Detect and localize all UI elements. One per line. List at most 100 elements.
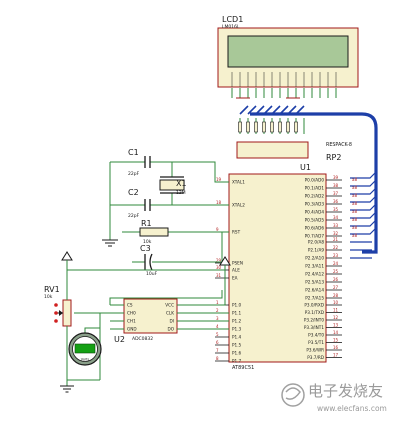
mcu-right-pin-name: P3.3/INT1 bbox=[304, 325, 325, 330]
mcu-left-pin-name: ALE bbox=[232, 268, 240, 273]
mcu-part: AT89C51 bbox=[232, 365, 254, 371]
mcu-left-pin-name: P1.3 bbox=[232, 327, 242, 332]
mcu-left-pin-name: P1.7 bbox=[232, 359, 242, 364]
mcu-right-pin-number: 23 bbox=[333, 253, 339, 258]
c2-value: 22pF bbox=[128, 213, 140, 219]
adc-right-pin-name: VCC bbox=[165, 303, 174, 308]
mcu-left-pin-number: 30 bbox=[216, 265, 222, 270]
lcd-ref: LCD1 bbox=[222, 15, 243, 24]
mcu-right-pin-name: P0.1/AD1 bbox=[305, 186, 325, 191]
mcu-left-pin-name: RST bbox=[232, 230, 241, 235]
adc-body bbox=[123, 298, 178, 334]
respack-resistor bbox=[246, 121, 250, 133]
respack-resistor bbox=[270, 121, 274, 133]
mcu-right-pin-number: 26 bbox=[333, 277, 339, 282]
voltmeter-unit: Volts bbox=[81, 358, 90, 362]
mcu-right-pin-name: P0.7/AD7 bbox=[305, 234, 325, 239]
r1-ref: R1 bbox=[141, 219, 152, 228]
mcu-right-pin-name: P2.5/A13 bbox=[305, 280, 324, 285]
watermark-brand: 电子发烧友 bbox=[308, 382, 383, 400]
mcu-left-pin-number: 1 bbox=[216, 300, 219, 305]
mcu-left-pin-name: P1.2 bbox=[232, 319, 242, 324]
rv1-value: 10k bbox=[44, 294, 53, 300]
mcu-right-pin-name: P2.6/A14 bbox=[305, 288, 324, 293]
mcu-right-pin-name: P3.5/T1 bbox=[308, 340, 324, 345]
mcu-right-pin-number: 12 bbox=[333, 315, 339, 320]
respack-resistor bbox=[294, 121, 298, 133]
respack-resistor bbox=[286, 121, 290, 133]
r1-body bbox=[139, 227, 169, 237]
watermark-logo-icon bbox=[281, 383, 305, 407]
mcu-left-pin-name: P1.6 bbox=[232, 351, 242, 356]
mcu-left-pin-number: 3 bbox=[216, 316, 219, 321]
watermark-logo-swirl bbox=[285, 387, 301, 400]
c2-ref: C2 bbox=[128, 188, 139, 197]
x1-ref: X1 bbox=[176, 179, 187, 188]
x1-wires bbox=[171, 161, 229, 205]
mcu-left-pin-number: 29 bbox=[216, 258, 222, 263]
mcu-left-pin-name: EA bbox=[232, 276, 238, 281]
rv1-body bbox=[62, 299, 72, 327]
respack-resistor bbox=[278, 121, 282, 133]
c1-value: 22pF bbox=[128, 171, 140, 177]
mcu-right-pin-number: 39 bbox=[333, 175, 339, 180]
mcu-right-pin-number: 27 bbox=[333, 285, 339, 290]
bus-entries-p0 bbox=[350, 171, 377, 235]
mcu-left-pin-name: XTAL1 bbox=[232, 180, 245, 185]
lcd-screen bbox=[227, 35, 349, 68]
mcu-right-pin-name: P3.6/WR bbox=[306, 348, 324, 353]
mcu-right-pin-name: P0.3/AD3 bbox=[305, 202, 325, 207]
mcu-right-pin-name: P0.4/AD4 bbox=[305, 210, 325, 215]
mcu-right-pin-number: 25 bbox=[333, 269, 339, 274]
svg-text:a8: a8 bbox=[352, 177, 357, 182]
mcu-right-pin-number: 15 bbox=[333, 338, 339, 343]
adc-left-pin-name: GND bbox=[127, 327, 137, 332]
mcu-right-pin-number: 17 bbox=[333, 353, 339, 358]
mcu-right-pin-number: 24 bbox=[333, 261, 339, 266]
rv1-terminal bbox=[54, 311, 58, 315]
crystal-plates bbox=[160, 176, 184, 194]
mcu-left-pin-name: PSEN bbox=[232, 261, 243, 266]
respack-resistor bbox=[254, 121, 258, 133]
svg-text:a8: a8 bbox=[352, 225, 357, 230]
mcu-right-pin-name: P3.4/T0 bbox=[308, 333, 324, 338]
respack-resistor bbox=[262, 121, 266, 133]
lcd-model: LM016L bbox=[222, 24, 240, 30]
mcu-right-pin-name: P2.4/A12 bbox=[305, 272, 324, 277]
mcu-left-pin-number: 18 bbox=[216, 200, 222, 205]
mcu-right-pin-name: P0.5/AD5 bbox=[305, 218, 325, 223]
mcu-right-pin-number: 14 bbox=[333, 330, 339, 335]
clock-circuit bbox=[102, 156, 229, 271]
rv1-terminal bbox=[54, 303, 58, 307]
lcd-pin-group bbox=[231, 72, 337, 87]
x1-value: 12M bbox=[176, 190, 186, 196]
resistor-pack bbox=[236, 118, 309, 159]
mcu-right-pin-name: P0.2/AD2 bbox=[305, 194, 325, 199]
adc-cs-wire bbox=[109, 290, 223, 305]
bus-entries-top bbox=[239, 105, 305, 115]
mcu-right-pin-number: 22 bbox=[333, 245, 339, 250]
mcu-right-pin-name: P0.6/AD6 bbox=[305, 226, 325, 231]
mcu-right-pin-number: 11 bbox=[333, 308, 339, 313]
mcu-left-pin-name: XTAL2 bbox=[232, 203, 245, 208]
mcu-left-pin-number: 31 bbox=[216, 273, 222, 278]
crystal-body bbox=[159, 179, 185, 191]
mcu-left-pin-name: P1.4 bbox=[232, 335, 242, 340]
c2-plates bbox=[144, 199, 151, 211]
adc-part: ADC0832 bbox=[132, 336, 153, 342]
mcu-left-pin-number: 19 bbox=[216, 177, 222, 182]
resistor-pack-ref: RP2 bbox=[326, 153, 341, 162]
c3-value: 10uF bbox=[146, 271, 158, 277]
mcu-right-pin-number: 21 bbox=[333, 237, 339, 242]
rv1-ref: RV1 bbox=[44, 285, 60, 294]
adc-left-pin-name: CH1 bbox=[127, 319, 136, 324]
mcu-right-pin-number: 13 bbox=[333, 323, 339, 328]
resistor-pack-body bbox=[236, 141, 309, 159]
mcu-right-pin-name: P3.2/INT0 bbox=[304, 318, 325, 323]
lcd-display bbox=[217, 27, 359, 88]
svg-text:a8: a8 bbox=[352, 217, 357, 222]
